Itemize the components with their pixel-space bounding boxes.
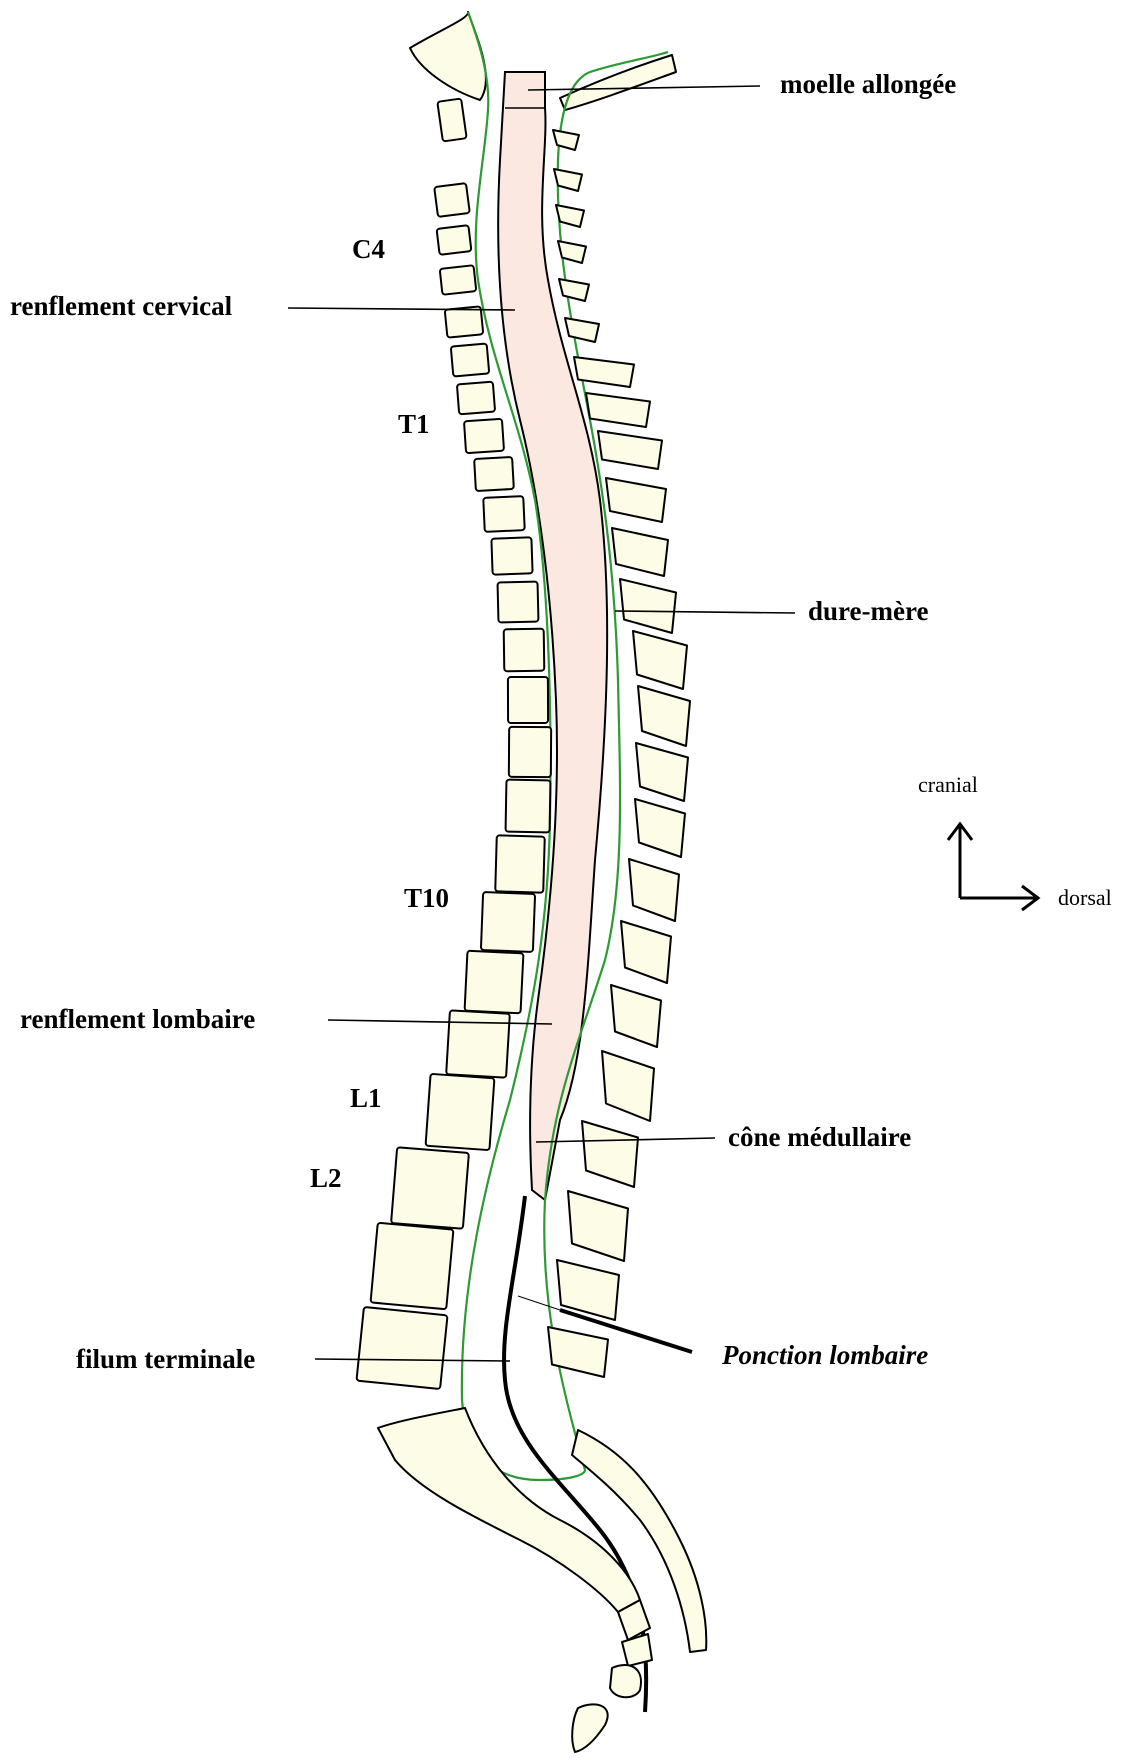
orientation-indicator: cranial dorsal xyxy=(918,772,1112,910)
spinous-process-15 xyxy=(636,743,688,801)
label-l2: L2 xyxy=(310,1163,342,1193)
vertebral-body-6 xyxy=(451,343,489,376)
vertebral-body-20 xyxy=(446,1010,510,1077)
spinous-process-16 xyxy=(635,799,685,857)
spinous-process-1 xyxy=(553,130,579,150)
spinous-process-18 xyxy=(621,921,671,983)
spinous-process-11 xyxy=(612,528,668,576)
coccyx-4 xyxy=(572,1704,608,1752)
vertebral-body-7 xyxy=(457,382,495,415)
spinous-process-10 xyxy=(606,478,666,522)
vertebral-body-13 xyxy=(504,629,545,672)
label-lumbar-enlargement: renflement lombaire xyxy=(20,1004,255,1034)
label-t1: T1 xyxy=(398,409,430,439)
spinous-process-19 xyxy=(611,985,661,1047)
spinous-process-13 xyxy=(633,631,687,689)
vertebral-body-18 xyxy=(481,892,535,952)
vertebral-body-11 xyxy=(491,537,532,574)
vertebral-body-22 xyxy=(391,1147,469,1229)
vertebral-body-21 xyxy=(426,1074,495,1150)
vertebral-body-17 xyxy=(495,835,545,892)
label-cervical-enlargement: renflement cervical xyxy=(10,291,233,321)
vertebral-body-15 xyxy=(509,727,551,777)
label-t10: T10 xyxy=(404,883,449,913)
puncture-needle-tip xyxy=(518,1296,560,1310)
vertebral-body-9 xyxy=(474,457,514,491)
vertebral-body-19 xyxy=(465,951,524,1014)
vertebral-body-24 xyxy=(356,1307,447,1389)
spinous-process-14 xyxy=(638,686,690,746)
sacrum xyxy=(378,1408,640,1612)
vertebral-body-10 xyxy=(483,496,525,532)
spinous-process-6 xyxy=(565,318,599,342)
spinous-process-5 xyxy=(559,279,589,301)
vertebral-body-3 xyxy=(437,225,472,255)
vertebral-body-2 xyxy=(434,183,470,217)
vertebral-body-12 xyxy=(498,582,539,623)
spinous-process-24 xyxy=(548,1327,608,1377)
spinous-process-8 xyxy=(586,393,650,427)
coccyx-2 xyxy=(622,1634,652,1666)
spinous-process-22 xyxy=(568,1191,628,1261)
spinous-process-12 xyxy=(620,579,676,633)
label-c4: C4 xyxy=(352,234,385,264)
coccyx-3 xyxy=(610,1665,641,1697)
vertebral-body-23 xyxy=(371,1223,454,1310)
label-l1: L1 xyxy=(350,1083,382,1113)
label-cranial: cranial xyxy=(918,772,978,797)
leader-medulla xyxy=(528,86,760,90)
label-dura-mater: dure-mère xyxy=(808,596,928,626)
label-lumbar-puncture: Ponction lombaire xyxy=(721,1340,928,1370)
label-conus-medullaris: cône médullaire xyxy=(728,1122,911,1152)
spinous-process-9 xyxy=(598,431,662,469)
vertebral-body-8 xyxy=(464,419,504,453)
vertebral-body-16 xyxy=(506,780,551,833)
occipital-bone xyxy=(410,12,486,100)
label-filum-terminale: filum terminale xyxy=(76,1344,255,1374)
spinous-process-21 xyxy=(582,1121,638,1187)
label-dorsal: dorsal xyxy=(1058,885,1112,910)
vertebral-body-1 xyxy=(437,99,466,142)
spinous-process-17 xyxy=(629,859,679,921)
label-medulla-oblongata: moelle allongée xyxy=(780,69,956,99)
leader-lumbar xyxy=(328,1020,552,1024)
vertebral-body-4 xyxy=(440,265,477,295)
vertebral-body-14 xyxy=(508,677,548,723)
vertebral-body-5 xyxy=(445,306,484,337)
spinous-process-20 xyxy=(602,1051,654,1121)
leader-filum xyxy=(315,1359,510,1361)
